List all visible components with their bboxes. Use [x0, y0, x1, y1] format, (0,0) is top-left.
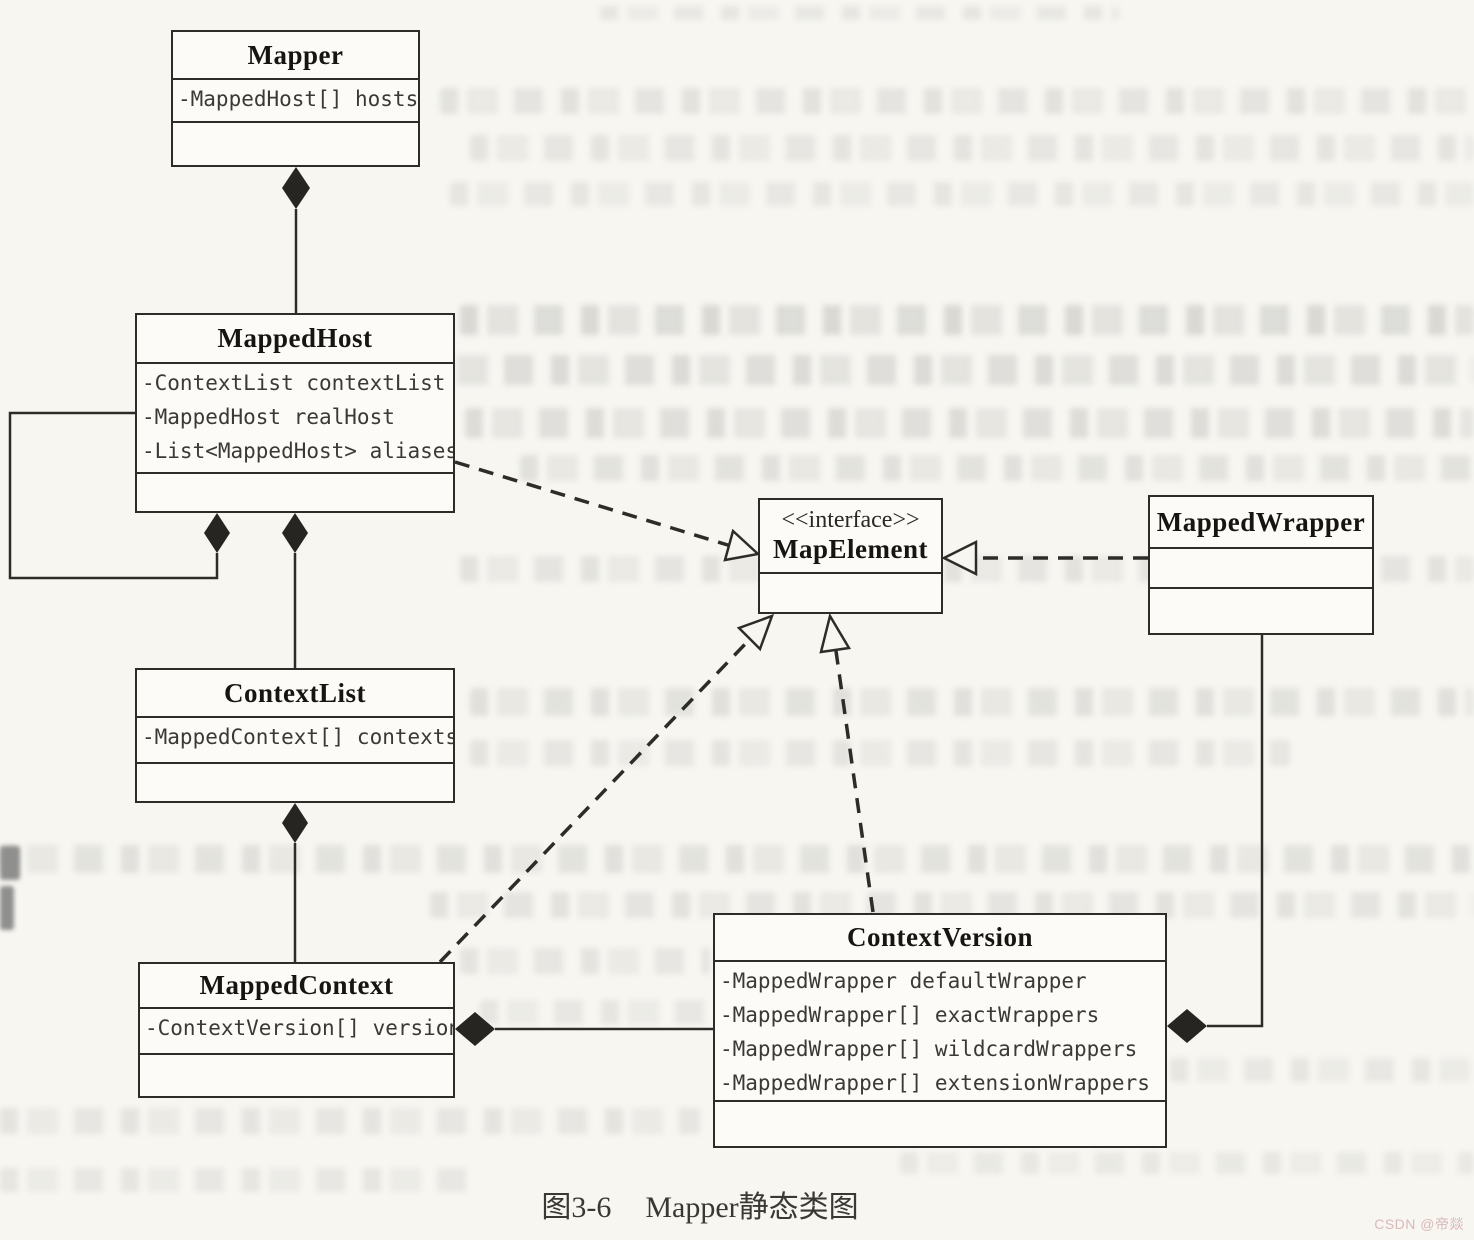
interface-box-mapelement: <<interface>> MapElement — [758, 498, 943, 614]
methods-compartment — [1150, 587, 1372, 633]
composition-self-loop-mappedhost — [8, 411, 219, 580]
realization-line-mappedcontext-mapelement — [438, 637, 752, 964]
bleedthrough-smudge — [0, 1168, 480, 1192]
class-box-mappedhost: MappedHost -ContextList contextList -Map… — [135, 313, 455, 513]
composition-diamond-icon — [282, 513, 308, 553]
bleedthrough-smudge — [900, 1152, 1474, 1174]
bleedthrough-smudge — [460, 305, 1474, 335]
bleedthrough-smudge — [600, 6, 1120, 20]
attribute: -List<MappedHost> aliases — [142, 439, 453, 463]
composition-diamond-icon — [455, 1012, 495, 1046]
class-box-contextversion: ContextVersion -MappedWrapper defaultWra… — [713, 913, 1167, 1148]
bleedthrough-smudge — [470, 688, 1474, 716]
class-title: Mapper — [247, 39, 344, 70]
class-box-mappedcontext: MappedContext -ContextVersion[] versions — [138, 962, 455, 1098]
attribute: -MappedHost realHost — [142, 405, 395, 429]
class-box-mappedwrapper: MappedWrapper — [1148, 495, 1374, 635]
composition-diamond-icon — [282, 167, 310, 209]
attributes-compartment: -MappedContext[] contexts — [137, 716, 453, 762]
class-title: <<interface>> MapElement — [760, 500, 941, 572]
attribute: -MappedWrapper[] extensionWrappers — [720, 1071, 1150, 1095]
watermark-text: CSDN @帝燚 — [1374, 1216, 1464, 1232]
class-title: MappedHost — [217, 323, 373, 353]
composition-diamond-icon — [204, 513, 230, 553]
margin-ink-blob — [0, 886, 14, 930]
class-title: ContextList — [224, 677, 366, 708]
bleedthrough-smudge — [0, 1108, 700, 1134]
realization-arrow-icon — [736, 613, 775, 652]
realization-arrow-icon — [819, 612, 852, 654]
bleedthrough-smudge — [450, 182, 1474, 206]
methods-compartment — [173, 121, 418, 165]
attributes-compartment — [1150, 547, 1372, 587]
methods-compartment — [137, 472, 453, 511]
interface-name: MapElement — [773, 534, 928, 564]
methods-compartment — [760, 572, 941, 612]
bleedthrough-smudge — [470, 135, 1474, 161]
bleedthrough-smudge — [440, 88, 1474, 114]
methods-compartment — [137, 762, 453, 801]
class-title: MappedContext — [199, 970, 394, 1000]
figure-title: Mapper静态类图 — [645, 1191, 859, 1224]
methods-compartment — [715, 1100, 1165, 1146]
attribute: -MappedHost[] hosts — [178, 87, 418, 111]
attribute: -MappedWrapper defaultWrapper — [720, 969, 1087, 993]
bleedthrough-smudge — [480, 1000, 710, 1024]
margin-ink-blob — [0, 846, 20, 880]
bleedthrough-smudge — [1170, 1058, 1474, 1082]
figure-number: 图3-6 — [541, 1191, 612, 1224]
methods-compartment — [140, 1053, 453, 1096]
attributes-compartment: -MappedWrapper defaultWrapper -MappedWra… — [715, 960, 1165, 1100]
class-title: MappedWrapper — [1156, 506, 1366, 537]
stereotype-label: <<interface>> — [781, 507, 920, 533]
bleedthrough-smudge — [430, 355, 1474, 385]
composition-diamond-icon — [282, 803, 308, 843]
attribute: -MappedWrapper[] wildcardWrappers — [720, 1037, 1138, 1061]
bleedthrough-smudge — [520, 455, 1474, 481]
composition-line-contextversion-mappedwrapper — [1207, 635, 1264, 1028]
bleedthrough-smudge — [0, 845, 1474, 873]
attribute: -ContextVersion[] versions — [145, 1016, 453, 1040]
bleedthrough-smudge — [465, 408, 1474, 438]
class-box-mapper: Mapper -MappedHost[] hosts — [171, 30, 420, 167]
attribute: -ContextList contextList — [142, 371, 446, 395]
realization-line-mappedhost-mapelement — [454, 460, 732, 548]
realization-line-contextversion-mapelement — [834, 650, 875, 913]
class-box-contextlist: ContextList -MappedContext[] contexts — [135, 668, 455, 803]
realization-arrow-icon — [941, 539, 978, 577]
bleedthrough-smudge — [470, 740, 1290, 766]
class-title: ContextVersion — [847, 922, 1033, 952]
realization-arrow-icon — [723, 528, 761, 562]
attribute: -MappedContext[] contexts — [142, 725, 453, 749]
attributes-compartment: -ContextList contextList -MappedHost rea… — [137, 362, 453, 472]
attributes-compartment: -MappedHost[] hosts — [173, 78, 418, 121]
attribute: -MappedWrapper[] exactWrappers — [720, 1003, 1100, 1027]
composition-diamond-icon — [1167, 1009, 1207, 1043]
figure-caption: 图3-6 Mapper静态类图 — [400, 1182, 1000, 1226]
attributes-compartment: -ContextVersion[] versions — [140, 1007, 453, 1053]
bleedthrough-smudge — [460, 948, 710, 974]
